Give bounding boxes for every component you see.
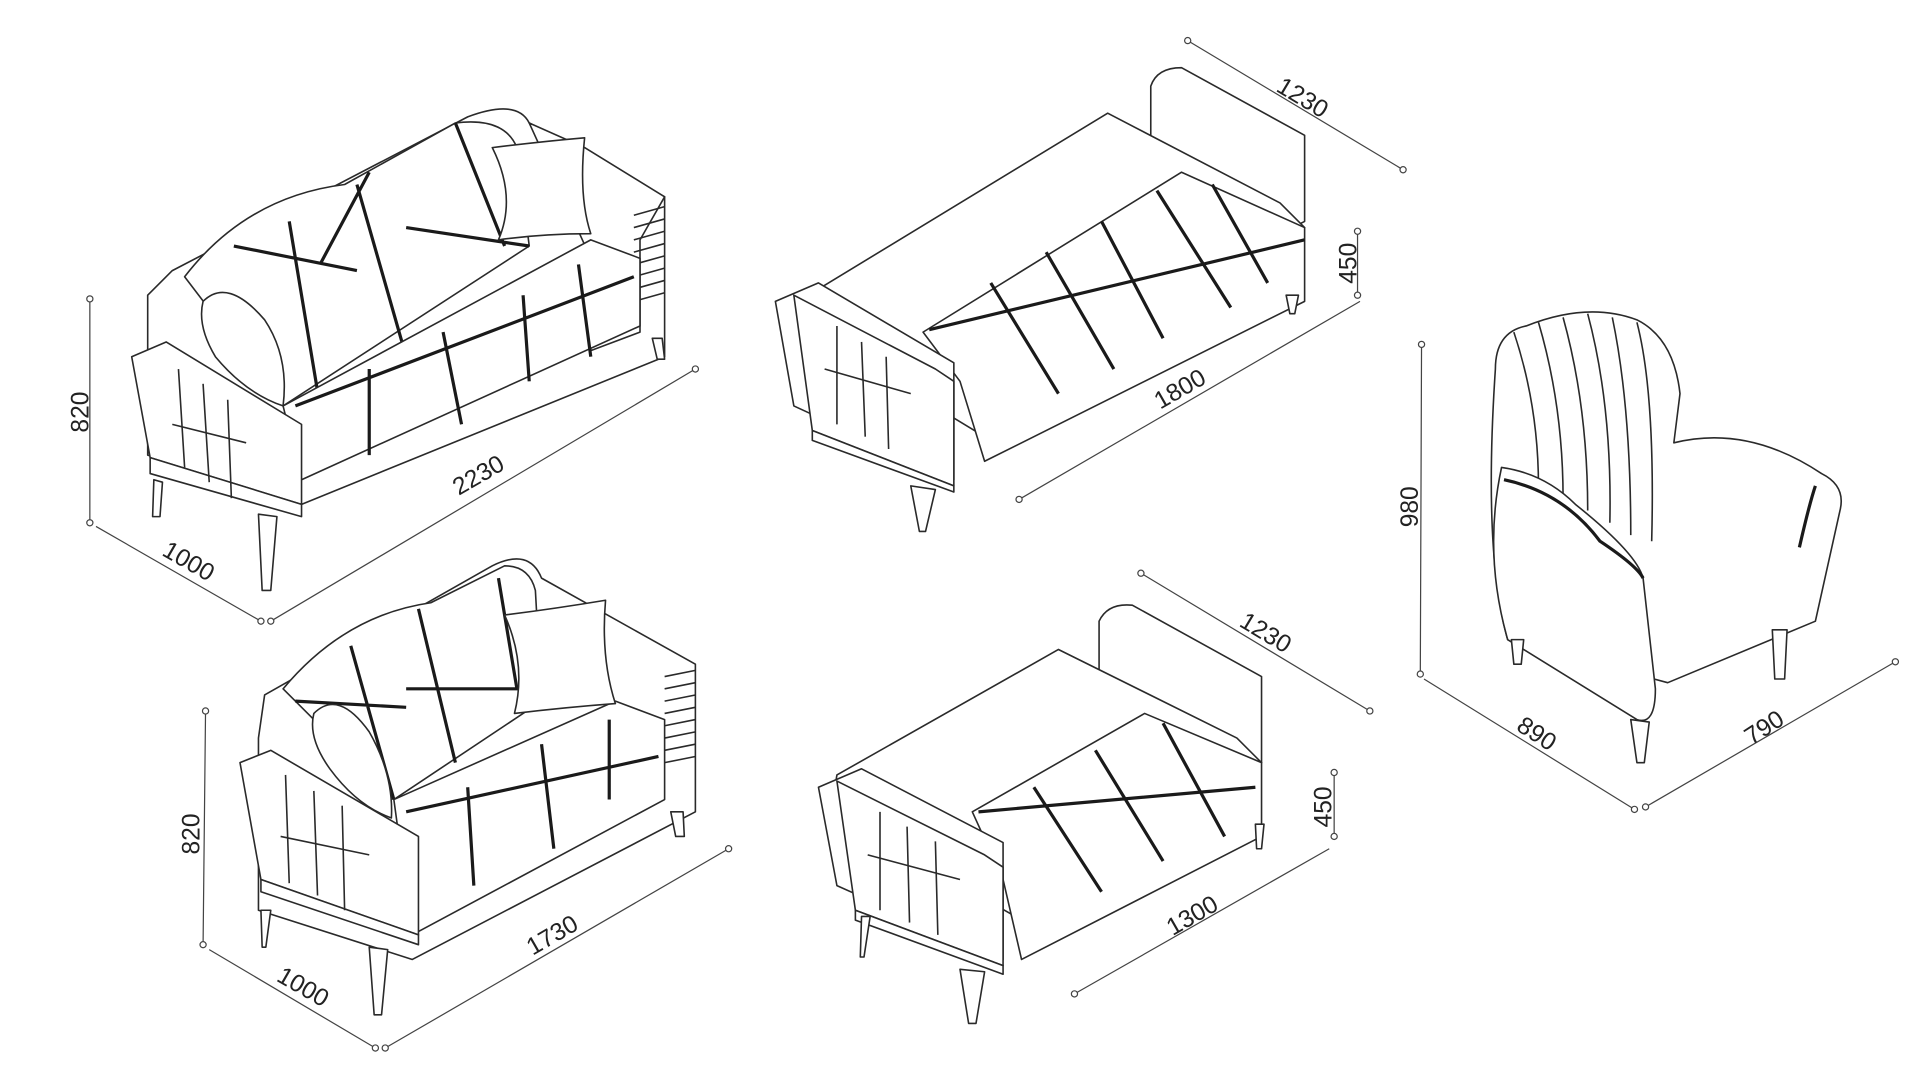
sofa-bed-2-depth-label: 1230: [1235, 608, 1296, 659]
sofa-2-width-label: 1730: [522, 910, 583, 961]
sofa-bed-2-seat-dimensions: 1230 450 1300: [1070, 569, 1374, 998]
sofa-bed-3-depth-label: 1230: [1272, 72, 1333, 123]
sofa-3-width-label: 2230: [448, 450, 509, 501]
sofa-bed-2-seat-drawing: [817, 604, 1265, 1025]
armchair-depth-label: 890: [1512, 712, 1561, 757]
sofa-bed-3-seat-height-label: 450: [1335, 243, 1362, 284]
sofa-bed-2-length-label: 1300: [1162, 891, 1223, 942]
armchair-width-label: 790: [1740, 706, 1789, 751]
sofa-bed-2-seat-height-label: 450: [1311, 786, 1338, 827]
sofa-3-seat-drawing: [130, 108, 666, 592]
sofa-2-height-label: 820: [178, 813, 205, 854]
sofa-3-height-label: 820: [68, 392, 95, 433]
armchair-drawing: [1490, 311, 1842, 764]
sofa-2-seat-drawing: [239, 558, 697, 1016]
armchair-height-label: 980: [1397, 486, 1424, 527]
sofa-bed-3-seat-drawing: [774, 66, 1306, 533]
